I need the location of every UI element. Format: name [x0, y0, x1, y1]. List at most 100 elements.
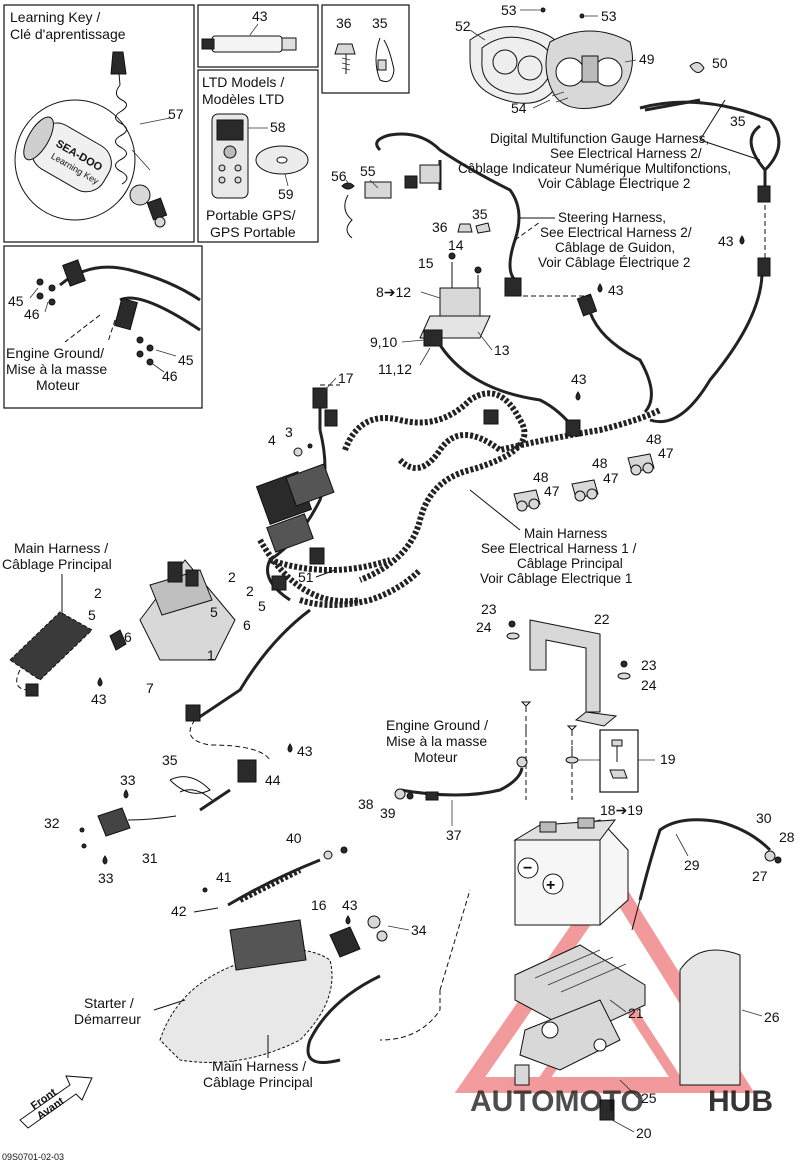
engine-ground-label: Engine Ground/ [6, 345, 104, 361]
svg-text:Main Harness /: Main Harness / [212, 1058, 306, 1074]
gauge-connector [757, 185, 771, 203]
part-label-16: 16 [311, 897, 327, 913]
screw-clip-icon [334, 43, 356, 74]
svg-text:Voir Câblage Électrique 2: Voir Câblage Électrique 2 [538, 255, 690, 270]
svg-text:Engine Ground /: Engine Ground / [386, 717, 488, 733]
svg-text:Câblage Indicateur Numérique M: Câblage Indicateur Numérique Multifoncti… [458, 161, 731, 176]
part-label-34: 34 [411, 922, 427, 938]
svg-text:Main Harness: Main Harness [524, 526, 608, 541]
learning-key-tag: SEA-DOO Learning Key [23, 116, 112, 193]
part-label-3: 3 [285, 424, 293, 440]
left-main-harness: Main Harness / Câblage Principal [2, 540, 112, 697]
part-label-19: 19 [660, 751, 676, 767]
engine-ground-label-fr: Mise à la masse [6, 361, 107, 377]
svg-text:Mise à la masse: Mise à la masse [386, 733, 487, 749]
svg-text:See Electrical Harness 2/: See Electrical Harness 2/ [550, 146, 702, 161]
part-label-32: 32 [44, 815, 60, 831]
clip-tie-box: 36 35 [321, 4, 410, 94]
connector-44 [237, 759, 257, 783]
part-label-44: 44 [265, 772, 281, 788]
part-label-51: 51 [298, 569, 314, 585]
part-label-26: 26 [764, 1009, 780, 1025]
starter-motor [159, 915, 388, 1063]
svg-text:Main Harness /: Main Harness / [14, 540, 108, 556]
part-label-1: 1 [207, 647, 215, 663]
part-label-47b: 47 [603, 470, 619, 486]
part-label-35b: 35 [730, 113, 746, 129]
cable-tie-icon [375, 37, 395, 83]
svg-text:Voir Câblage Electrique 1: Voir Câblage Electrique 1 [480, 571, 632, 586]
part-label-57: 57 [168, 106, 184, 122]
part-label-36-box: 36 [336, 15, 352, 31]
relay-block [255, 463, 335, 591]
part-label-54: 54 [511, 100, 527, 116]
watermark-brand-a: AUTOMOTO [470, 1085, 644, 1118]
battery-cover [679, 949, 741, 1086]
part-label-46b: 46 [162, 368, 178, 384]
learning-key-title: Learning Key / [10, 9, 100, 25]
module-8-12 [419, 252, 491, 347]
part-label-43b: 43 [608, 282, 624, 298]
part-label-2b: 2 [228, 569, 236, 585]
part-label-49: 49 [639, 51, 655, 67]
part-label-6b: 6 [243, 617, 251, 633]
part-label-59: 59 [278, 186, 294, 202]
steering-harness-callout: Steering Harness, See Electrical Harness… [520, 210, 692, 270]
part-label-13: 13 [494, 342, 510, 358]
part-label-43a: 43 [718, 233, 734, 249]
part-label-50: 50 [712, 55, 728, 71]
gps-device-icon [211, 113, 249, 199]
spacer-25 [514, 1064, 530, 1086]
svg-text:Steering Harness,: Steering Harness, [558, 210, 666, 225]
front-arrow-icon: Front Avant [19, 1075, 93, 1129]
part-label-47a: 47 [658, 445, 674, 461]
magnifier-circle [14, 99, 136, 221]
part-label-20: 20 [636, 1125, 652, 1141]
part-label-36b: 36 [432, 219, 448, 235]
part-label-5b: 5 [210, 604, 218, 620]
part-43-box: 43 [197, 4, 319, 68]
part-label-35d: 35 [162, 752, 178, 768]
part-label-9-10: 9,10 [370, 334, 397, 350]
part-label-56: 56 [331, 168, 347, 184]
battery-tray [514, 944, 646, 1071]
part-label-4: 4 [268, 432, 276, 448]
engine-ground-label-moteur: Moteur [36, 377, 80, 393]
part-label-45b: 45 [178, 352, 194, 368]
part-label-14: 14 [448, 237, 464, 253]
part-label-38: 38 [358, 796, 374, 812]
part-label-5a: 5 [88, 607, 96, 623]
part-label-31: 31 [142, 850, 158, 866]
starter-callout: Starter / Démarreur [74, 995, 186, 1027]
part-label-21: 21 [628, 1005, 644, 1021]
part-label-53b: 53 [601, 8, 617, 24]
drawing-id: 09S0701-02-03 [2, 1152, 64, 1162]
gps-caption: Portable GPS/ [206, 207, 296, 223]
part-label-17: 17 [338, 370, 354, 386]
svg-text:Câblage Principal: Câblage Principal [2, 556, 112, 572]
part-label-30: 30 [756, 810, 772, 826]
ltd-models-panel: LTD Models / Modèles LTD 58 59 Portable … [197, 69, 319, 243]
watermark-text: AUTOMOTO HUB [470, 1085, 773, 1118]
hardware-box-19 [599, 729, 655, 793]
svg-text:See Electrical Harness 1 /: See Electrical Harness 1 / [481, 541, 637, 556]
battery-cable-29 [631, 818, 782, 931]
part-label-35-box: 35 [372, 15, 388, 31]
part-label-2c: 2 [246, 583, 254, 599]
part-label-15: 15 [418, 255, 434, 271]
part-label-24a: 24 [476, 619, 492, 635]
part-label-40: 40 [286, 830, 302, 846]
engine-ground-panel: 45 46 45 46 Engine Ground/ Mise à la mas… [3, 245, 203, 409]
part-label-48c: 48 [533, 469, 549, 485]
part-label-55: 55 [360, 163, 376, 179]
part-label-58: 58 [270, 119, 286, 135]
main-harness [194, 384, 662, 722]
switch-31 [79, 807, 177, 849]
connector-clips [513, 453, 655, 512]
part-label-53a: 53 [501, 2, 517, 18]
part-label-28: 28 [779, 829, 795, 845]
starter-cable-40 [227, 846, 348, 907]
electrical-box [109, 559, 236, 661]
gps-cd-icon [255, 145, 309, 175]
